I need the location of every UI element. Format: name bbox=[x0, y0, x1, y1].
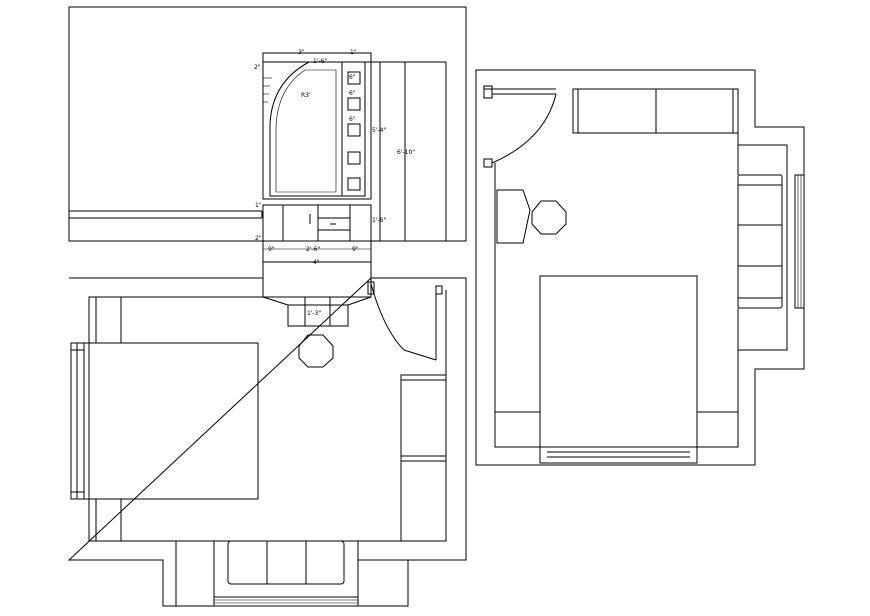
bed-frame bbox=[70, 342, 259, 500]
dim-label-1in-side: 1" bbox=[255, 202, 262, 209]
dim-label-1in: 1" bbox=[350, 49, 357, 56]
dim-label-1ft-6in: 1'-6" bbox=[313, 58, 327, 65]
right-room-outer-wall bbox=[475, 69, 805, 466]
dim-label-5ft-4in: 5'-4" bbox=[372, 127, 386, 134]
vanity-curve bbox=[269, 61, 366, 197]
shelf-box bbox=[347, 71, 361, 85]
nightstand bbox=[696, 411, 739, 448]
dim-label-2ft-6in: 2'-6" bbox=[306, 246, 320, 253]
vanity-unit bbox=[262, 52, 447, 241]
bedroom-inner-wall bbox=[88, 296, 263, 542]
dim-label-6ft-10in: 6'-10" bbox=[397, 149, 415, 156]
wardrobe-left-room bbox=[400, 374, 447, 542]
dimension-labels: 3" 1" 1'-6" R3' 6" 6" 6" 5'-4" 6'-10" 2"… bbox=[254, 49, 415, 317]
stool-octagon bbox=[298, 334, 334, 368]
shelf-box bbox=[347, 151, 361, 165]
stool-octagon bbox=[531, 200, 567, 235]
dim-label-4in: 4" bbox=[313, 259, 320, 266]
window-seat bbox=[227, 540, 345, 585]
window-seat-right bbox=[737, 174, 783, 309]
bottom-left-bedroom bbox=[67, 277, 467, 607]
headboard bbox=[539, 446, 698, 464]
counter-outline bbox=[262, 278, 372, 327]
bay-window-sill bbox=[794, 174, 805, 309]
dim-label-6in: 6" bbox=[349, 74, 356, 81]
bed-frame bbox=[539, 275, 698, 464]
vanity-outline bbox=[262, 52, 372, 200]
dim-label-1ft-6in-side: 1'-6" bbox=[372, 217, 386, 224]
top-left-room bbox=[68, 6, 467, 242]
bed-left bbox=[70, 296, 259, 542]
dim-label-6in: 6" bbox=[349, 116, 356, 123]
door-swing-arc bbox=[491, 93, 557, 164]
door-swing-arc bbox=[370, 283, 437, 361]
dim-label-1ft-3in: 1'-3" bbox=[307, 310, 321, 317]
dim-label-3in: 3" bbox=[298, 49, 305, 56]
wardrobe-outline bbox=[400, 374, 447, 542]
bay-window-sill bbox=[213, 596, 359, 607]
nightstand bbox=[88, 498, 122, 542]
dressing-table bbox=[496, 189, 531, 244]
vanity-inner bbox=[275, 69, 337, 193]
nightstand bbox=[88, 296, 122, 344]
door-jamb bbox=[483, 85, 493, 99]
nightstand bbox=[494, 411, 541, 448]
bed-right bbox=[494, 275, 739, 464]
dim-label-r3: R3' bbox=[301, 92, 311, 99]
shelf-box bbox=[347, 123, 361, 137]
drawer-unit bbox=[262, 204, 372, 242]
shelf-box bbox=[347, 177, 361, 191]
shelf-box bbox=[347, 97, 361, 111]
top-left-room-outline bbox=[68, 6, 467, 242]
right-bedroom bbox=[475, 69, 805, 466]
dim-label-2in: 2" bbox=[255, 235, 262, 242]
bedroom-outer-wall bbox=[67, 277, 467, 607]
dim-label-9in: 9" bbox=[352, 246, 359, 253]
dim-label-2in: 2" bbox=[254, 64, 261, 71]
dim-label-9in: 9" bbox=[268, 246, 275, 253]
door-jamb bbox=[435, 285, 443, 295]
dim-label-6in: 6" bbox=[349, 90, 356, 97]
door-jamb bbox=[483, 158, 493, 168]
right-room-inner-wall bbox=[494, 88, 788, 448]
drawer-outline bbox=[262, 204, 372, 242]
passage bbox=[262, 241, 372, 278]
